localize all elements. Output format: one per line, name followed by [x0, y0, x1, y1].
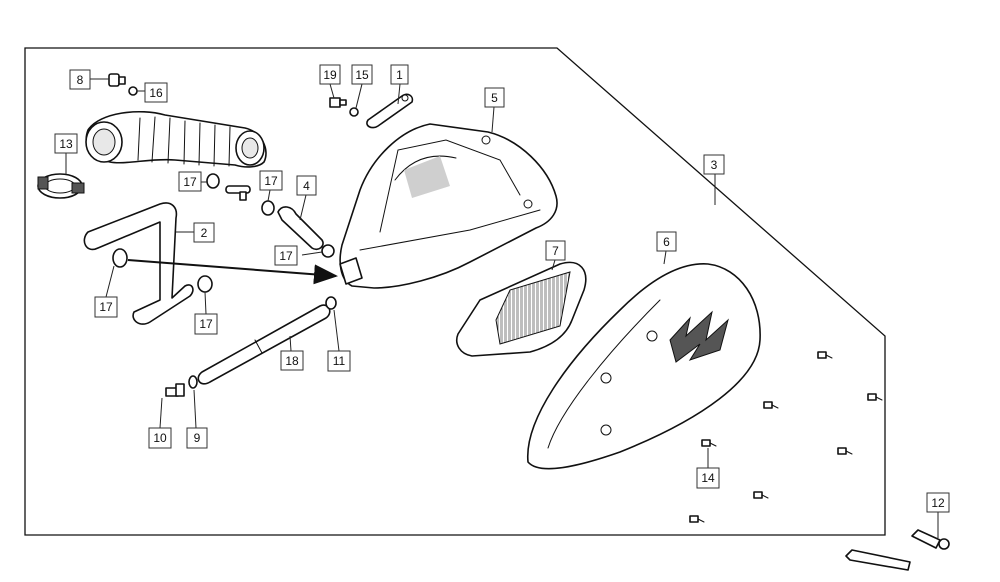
callout-15: 15 — [351, 64, 373, 85]
callout-17-d: 17 — [259, 170, 283, 191]
callout-17-a: 17 — [94, 296, 118, 318]
part-17-clip-b — [197, 275, 213, 293]
callout-label: 17 — [279, 249, 293, 263]
callout-label: 13 — [59, 137, 73, 151]
intake-duct — [85, 110, 267, 168]
callout-13: 13 — [54, 133, 78, 154]
callout-label: 17 — [199, 317, 213, 331]
callout-6: 6 — [656, 231, 677, 252]
callout-label: 9 — [194, 431, 201, 445]
part-1-bracket — [366, 93, 414, 129]
part-8-bolt — [108, 73, 126, 87]
part-5-filter-housing — [339, 123, 558, 289]
callout-label: 6 — [663, 235, 670, 249]
part-14-screws — [689, 351, 883, 523]
part-6-filter-cover — [527, 263, 761, 470]
callout-label: 17 — [264, 174, 278, 188]
callout-label: 16 — [149, 86, 163, 100]
callout-8: 8 — [69, 69, 91, 90]
callout-10: 10 — [148, 427, 172, 449]
callout-19: 19 — [319, 64, 341, 85]
callout-label: 11 — [333, 354, 346, 368]
callout-12: 12 — [926, 492, 950, 513]
callout-label: 8 — [77, 73, 84, 87]
callout-label: 2 — [201, 226, 208, 240]
part-18-long-hose — [197, 304, 331, 385]
part-17-clip-e — [321, 244, 335, 258]
part-10-fitting — [165, 383, 185, 397]
part-15-nut — [349, 107, 359, 117]
arrow-right-icon — [127, 259, 338, 285]
part-13-clamp — [37, 173, 85, 199]
callout-9: 9 — [186, 427, 208, 449]
callout-7: 7 — [545, 240, 566, 261]
callout-label: 10 — [153, 431, 167, 445]
part-9-clip — [188, 375, 198, 389]
callout-label: 17 — [99, 300, 113, 314]
callout-1: 1 — [390, 64, 409, 85]
part-17-clip-d — [261, 200, 275, 216]
leader-lines — [65, 78, 939, 538]
callout-14: 14 — [696, 467, 720, 489]
callout-16: 16 — [144, 82, 168, 103]
callout-17-e: 17 — [274, 245, 298, 266]
part-7-filter-element — [456, 261, 587, 357]
part-11-ring — [325, 296, 337, 310]
callout-5: 5 — [484, 87, 505, 108]
part-12-bolts — [845, 529, 950, 571]
callout-label: 4 — [303, 179, 310, 193]
part-16-ring — [128, 86, 138, 96]
part-4-short-hose — [277, 206, 324, 251]
callout-label: 14 — [701, 471, 715, 485]
callout-11: 11 — [327, 350, 351, 372]
callout-label: 19 — [323, 68, 337, 82]
callout-17-b: 17 — [194, 313, 218, 335]
callout-2: 2 — [193, 222, 215, 243]
diagram-frame — [24, 47, 886, 536]
callout-label: 5 — [491, 91, 498, 105]
hose-connector — [225, 185, 251, 201]
callout-4: 4 — [296, 175, 317, 196]
callout-18: 18 — [280, 350, 304, 371]
callout-3: 3 — [703, 154, 725, 175]
callout-label: 3 — [711, 158, 718, 172]
part-17-clip-c — [206, 173, 220, 189]
callout-label: 1 — [396, 68, 403, 82]
part-19-screw — [329, 97, 347, 108]
callout-label: 18 — [285, 354, 299, 368]
callout-label: 12 — [931, 496, 945, 510]
part-17-clip-a — [112, 248, 128, 268]
part-2-breather-hose — [83, 202, 194, 325]
callout-label: 7 — [552, 244, 559, 258]
callout-label: 15 — [355, 68, 369, 82]
callout-17-c: 17 — [178, 171, 202, 192]
callout-label: 17 — [183, 175, 197, 189]
